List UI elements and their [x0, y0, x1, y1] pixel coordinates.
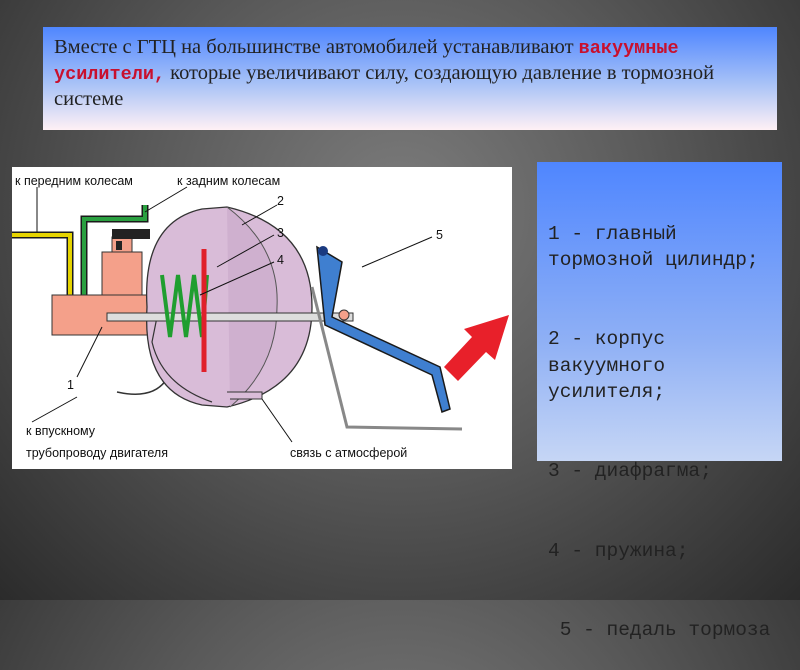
leader-4	[199, 261, 275, 296]
label-num-4: 4	[277, 253, 284, 267]
leader-intake	[31, 396, 78, 423]
legend-box: 1 - главный тормозной цилиндр; 2 - корпу…	[537, 162, 782, 641]
label-intake-line1: к впускному	[26, 424, 96, 438]
label-atmosphere: связь с атмосферой	[290, 446, 407, 460]
brake-booster-diagram: к передним колесам к задним колесам 2 3 …	[12, 167, 512, 469]
leader-5	[361, 236, 433, 268]
label-num-2: 2	[277, 194, 284, 208]
legend-item-4: 4 - пружина;	[548, 539, 689, 562]
reservoir-cap-tab	[116, 241, 122, 250]
pedal-rod-joint	[338, 309, 350, 321]
force-arrow	[444, 315, 509, 381]
label-front-wheels: к передним колесам	[15, 174, 133, 188]
legend-item-1: 1 - главный тормозной цилиндр;	[548, 222, 759, 272]
legend-item-3: 3 - диафрагма;	[548, 460, 712, 483]
leader-2	[241, 204, 278, 226]
reservoir-cap	[112, 229, 150, 239]
label-intake-line2: трубопроводу двигателя	[26, 446, 168, 460]
fluid-reservoir	[101, 251, 143, 298]
diagram-svg: к передним колесам к задним колесам 2 3 …	[12, 174, 509, 460]
push-rod	[106, 312, 354, 322]
label-num-3: 3	[277, 226, 284, 240]
intro-text-end: которые увеличивают силу, создающую давл…	[54, 62, 715, 110]
brake-pedal	[316, 245, 451, 413]
label-num-5: 5	[436, 228, 443, 242]
intro-highlight: вакуумные усилители,	[54, 38, 679, 85]
label-rear-wheels: к задним колесам	[177, 174, 280, 188]
leader-atmosphere	[261, 398, 293, 443]
atmosphere-port	[227, 391, 263, 400]
front-brake-line	[12, 233, 72, 307]
booster-lower-edge	[151, 316, 213, 403]
intro-text-box: Вместе с ГТЦ на большинстве автомобилей …	[43, 27, 777, 130]
intro-text: Вместе с ГТЦ на большинстве автомобилей …	[54, 36, 579, 58]
leader-1	[76, 326, 103, 378]
label-num-1: 1	[67, 378, 74, 392]
floor-panel	[310, 286, 463, 431]
booster-rear-chamber	[226, 206, 278, 408]
legend-item-2: 2 - корпус вакуумного усилителя;	[548, 328, 677, 404]
leader-3	[216, 234, 275, 268]
legend-item-5: 5 - педаль тормоза	[548, 618, 771, 641]
leader-rear	[144, 186, 188, 213]
pedal-pivot	[318, 246, 328, 256]
